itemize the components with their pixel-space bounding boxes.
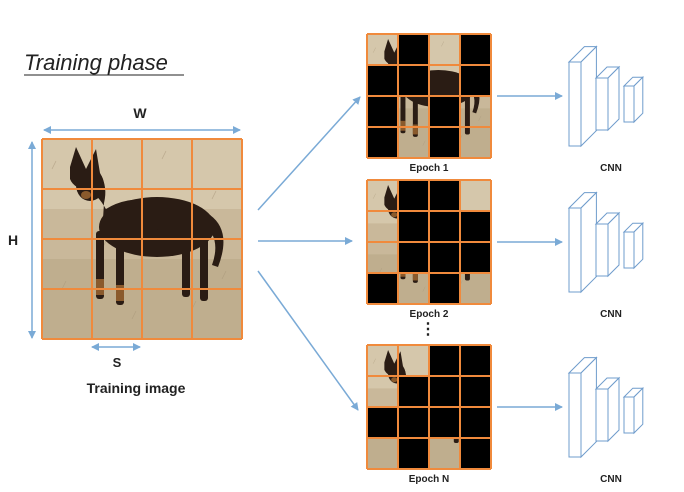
mask-cell	[429, 242, 460, 273]
mask-cell	[367, 65, 398, 96]
mask-cell	[460, 438, 491, 469]
mask-cell	[429, 273, 460, 304]
mask-cell	[429, 211, 460, 242]
mask-cell	[398, 407, 429, 438]
mask-cell	[367, 407, 398, 438]
mask-cell	[460, 407, 491, 438]
epoch-label: Epoch 1	[410, 163, 449, 174]
mask-cell	[429, 376, 460, 407]
mask-cell	[429, 180, 460, 211]
epoch-block-2: Epoch 2 CNN	[367, 180, 643, 320]
mask-cell	[460, 345, 491, 376]
epoch-block-3: Epoch N CNN	[367, 345, 643, 485]
mask-cell	[429, 127, 460, 158]
mask-cell	[367, 127, 398, 158]
page-title: Training phase	[24, 50, 168, 75]
cnn-label: CNN	[600, 309, 622, 320]
epoch-label: Epoch 2	[410, 309, 449, 320]
mask-cell	[398, 438, 429, 469]
cnn-label: CNN	[600, 163, 622, 174]
training-image	[42, 139, 242, 339]
mask-cell	[367, 273, 398, 304]
cnn-block-icon	[569, 193, 643, 292]
cnn-block-icon	[569, 358, 643, 457]
training-image-label: Training image	[87, 380, 186, 396]
mask-cell	[460, 65, 491, 96]
arrow-right-icon	[258, 97, 360, 210]
mask-cell	[429, 407, 460, 438]
mask-cell	[460, 376, 491, 407]
mask-cell	[460, 242, 491, 273]
epoch-ellipsis: ⋮	[420, 321, 436, 338]
mask-cell	[398, 211, 429, 242]
mask-cell	[398, 65, 429, 96]
mask-cell	[398, 242, 429, 273]
mask-cell	[398, 180, 429, 211]
stride-label: S	[113, 355, 122, 370]
width-label: W	[133, 105, 147, 121]
mask-cell	[398, 376, 429, 407]
mask-cell	[460, 34, 491, 65]
epochs-group: Epoch 1 CNN Epoch 2 CNN Epoch N CNN	[367, 34, 643, 485]
mask-cell	[367, 96, 398, 127]
cnn-label: CNN	[600, 474, 622, 485]
epoch-block-1: Epoch 1 CNN	[367, 34, 643, 174]
height-label: H	[8, 232, 18, 248]
mask-cell	[429, 96, 460, 127]
arrow-right-icon	[258, 271, 358, 410]
cnn-block-icon	[569, 47, 643, 146]
mask-cell	[429, 345, 460, 376]
mask-cell	[398, 34, 429, 65]
epoch-label: Epoch N	[409, 474, 450, 485]
mask-cell	[460, 211, 491, 242]
